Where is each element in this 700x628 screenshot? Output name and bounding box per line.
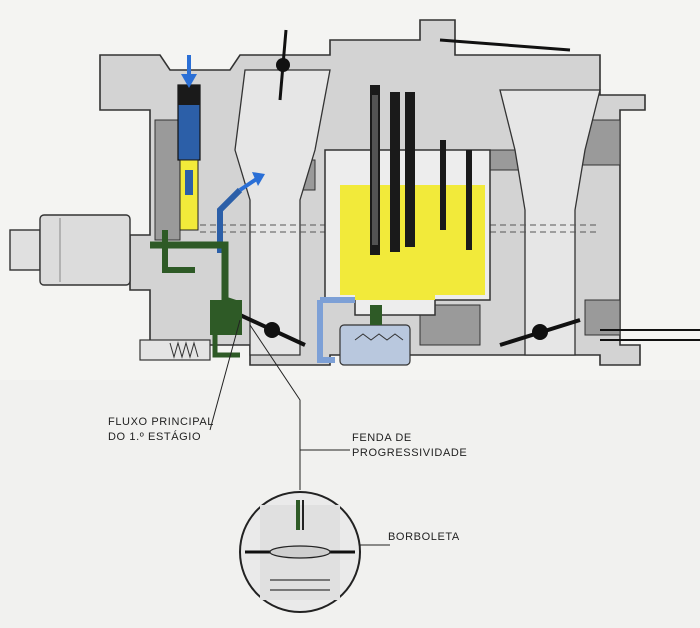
fuel-inlet-arrow-icon [181,55,197,88]
label-slot-line1: FENDA DE [352,432,412,444]
label-main-flow-line1: FLUXO PRINCIPAL [108,416,214,428]
throttle-plate-secondary [499,318,581,347]
metering-jets [370,85,472,255]
idle-adjust-screw [139,339,211,361]
label-slot-line2: PROGRESSIVIDADE [352,447,468,459]
label-butterfly: BORBOLETA [388,531,460,543]
choke-plate [276,29,290,101]
label-main-flow-line2: DO 1.º ESTÁGIO [108,431,202,443]
throttle-plate-primary [239,313,306,347]
magnified-inset [239,491,361,613]
pump-diaphragm [339,305,411,366]
needle-valve [177,84,201,231]
air-inlet-arrow-icon [238,172,265,192]
fuel-filter-housing [9,214,131,286]
main-circuit [150,230,242,358]
